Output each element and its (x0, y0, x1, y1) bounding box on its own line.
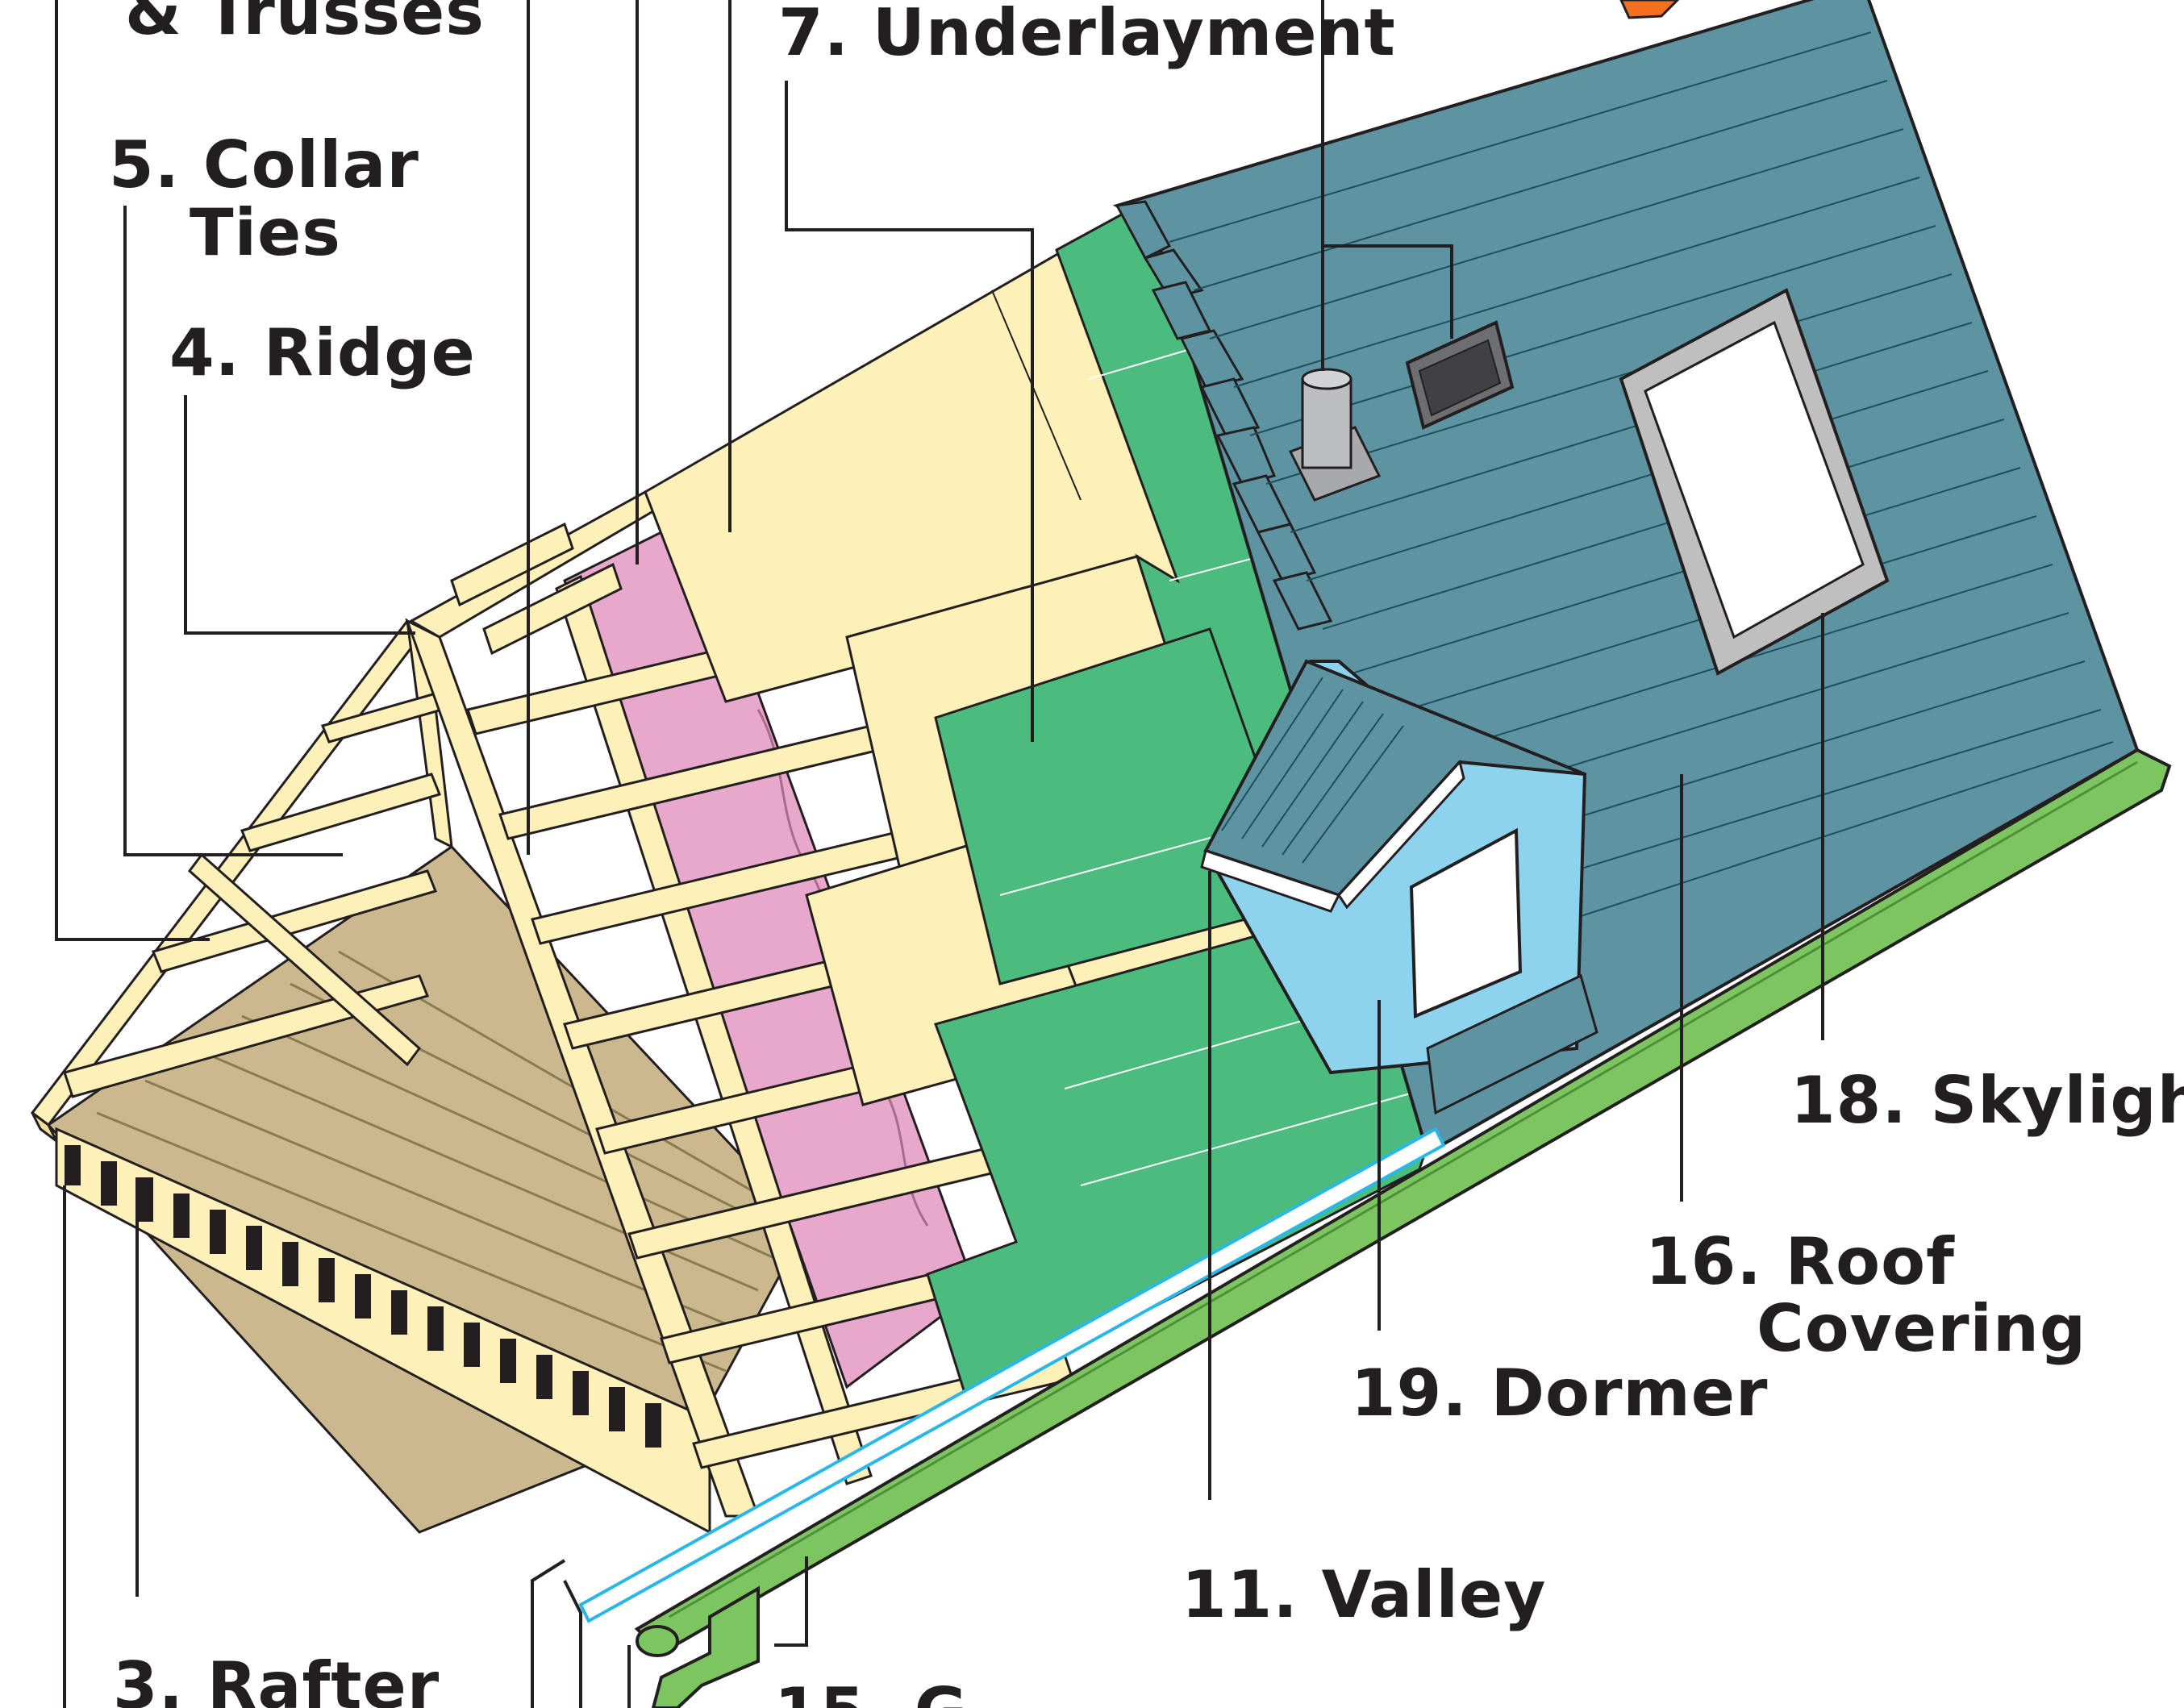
label-valley: 11. Valley (1182, 1557, 1546, 1632)
valley-flashing (1426, 973, 1598, 1115)
skylight (1619, 288, 1890, 676)
label-roof-covering-line1: 16. Roof (1645, 1224, 1955, 1299)
label-ridge: 4. Ridge (169, 315, 476, 390)
drip-edge (578, 1127, 1446, 1623)
underlayment-felt (926, 199, 1453, 1406)
plumbing-vent (1288, 368, 1382, 502)
label-collar-ties-line1: 5. Collar (109, 127, 419, 202)
roof-vent (1405, 320, 1515, 430)
gable-end-framing (30, 618, 453, 1143)
label-trusses: & Trusses (125, 0, 485, 49)
label-dormer: 19. Dormer (1351, 1356, 1768, 1431)
joist-ends (55, 1127, 711, 1535)
label-rafter: 3. Rafter (113, 1648, 440, 1708)
dormer (1200, 659, 1587, 1075)
gutter (634, 748, 2172, 1708)
label-skylight: 18. Skylight (1790, 1063, 2184, 1138)
label-collar-ties-line2: Ties (190, 195, 341, 270)
leader-lines (55, 0, 1824, 1708)
label-underlayment: 7. Underlayment (778, 0, 1396, 70)
chimney-fragment (1619, 0, 1680, 19)
label-gutter-partial: 15. G (774, 1674, 968, 1708)
label-roof-covering-line2: Covering (1757, 1291, 2086, 1366)
